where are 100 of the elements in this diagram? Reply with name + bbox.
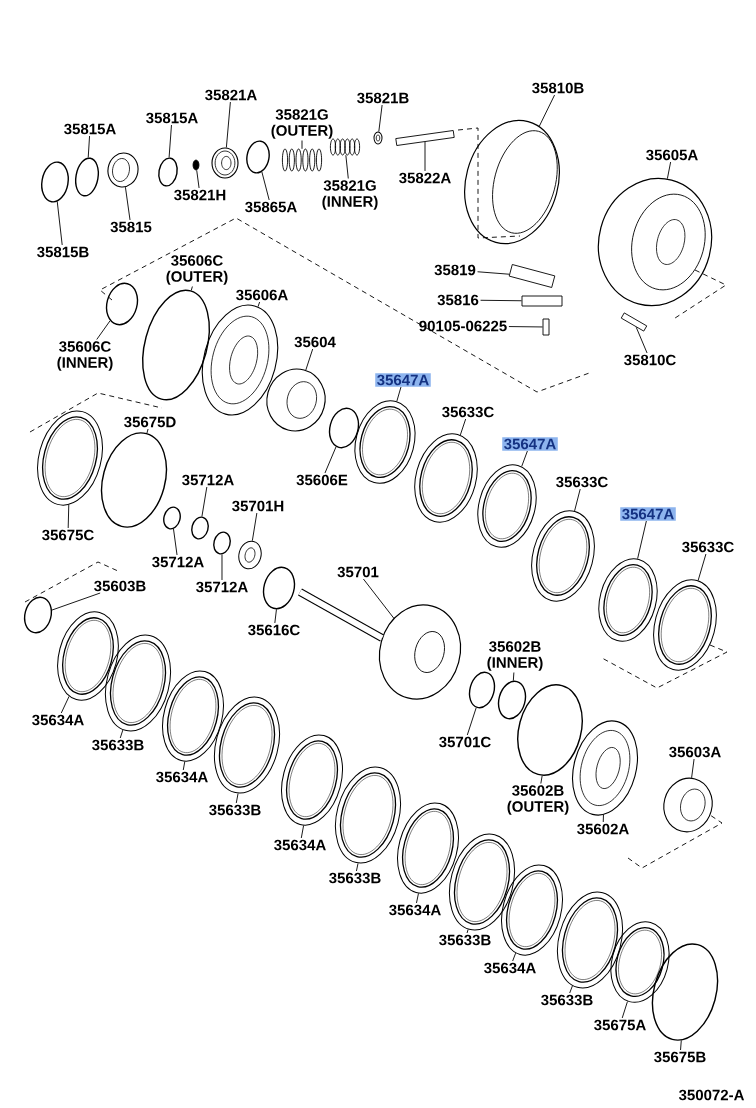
highlighted-part-number: 35647A: [375, 373, 431, 387]
washer-drawing: [373, 131, 383, 145]
part-number: 35821G (INNER): [322, 180, 378, 210]
leader-line: [124, 186, 131, 221]
clutch-plate-drawing: [531, 510, 595, 602]
leader-line: [119, 729, 124, 739]
clutch-plate-drawing: [57, 611, 119, 701]
clutch-plate-drawing: [449, 833, 516, 931]
ring-drawing: [213, 531, 231, 555]
clutch-plate-drawing: [557, 891, 624, 989]
part-number: 35602B (OUTER): [507, 785, 569, 815]
part-number: 35712A: [196, 581, 248, 593]
ring-drawing: [262, 566, 296, 610]
part-number: 35633C: [682, 541, 734, 553]
part-number: 35821H: [174, 189, 226, 201]
leader-line: [60, 695, 70, 714]
part-number: 35815A: [146, 112, 198, 124]
part-number: 35606A: [236, 289, 288, 301]
clutch-plate-drawing: [37, 410, 103, 506]
leader-line: [680, 1039, 682, 1051]
part-number: 35603A: [669, 746, 721, 758]
leader-line: [512, 672, 515, 682]
leader-line: [480, 299, 522, 302]
ring-drawing: [651, 943, 719, 1041]
spring-drawing: [329, 138, 361, 156]
clutch-plate-drawing: [414, 433, 478, 523]
ring-drawing: [246, 140, 270, 174]
leader-line: [300, 825, 305, 839]
clutch-plate-drawing: [213, 696, 281, 794]
part-number: 90105-06225: [419, 320, 507, 332]
ring-drawing: [158, 157, 178, 187]
part-number: 35819: [434, 264, 476, 276]
clip-drawing: [521, 295, 563, 307]
leader-line: [345, 154, 349, 179]
piston-drawing: [201, 304, 279, 416]
part-number: 35821B: [357, 92, 409, 104]
leader-line: [574, 488, 581, 512]
leader-line: [508, 326, 543, 328]
cup-drawing: [107, 152, 139, 188]
part-number: 35810B: [532, 82, 584, 94]
clutch-plate-drawing: [653, 579, 717, 671]
leader-line: [221, 553, 223, 581]
clutch-plate-drawing: [477, 464, 537, 548]
part-number: 35606C (OUTER): [166, 255, 228, 285]
leader-line: [173, 528, 178, 556]
brake-band-drawing: [464, 119, 560, 245]
part-number: 35675C: [42, 529, 94, 541]
leader-line: [168, 124, 172, 158]
ring-drawing: [41, 161, 69, 203]
part-number: 35712A: [182, 474, 234, 486]
leader-line: [697, 553, 707, 581]
spring-drawing: [281, 148, 323, 172]
hub-drawing: [663, 777, 713, 833]
part-number: 35633B: [209, 804, 261, 816]
part-number: 35675D: [124, 416, 176, 428]
part-number: 35815: [110, 221, 152, 233]
leader-line: [521, 450, 528, 467]
leader-line: [257, 301, 261, 308]
hub-drawing: [266, 368, 326, 432]
leader-line: [540, 775, 543, 784]
part-number: 35633B: [329, 872, 381, 884]
part-number: 35675B: [654, 1051, 706, 1063]
part-number: 35675A: [594, 1019, 646, 1031]
part-number: 35633B: [541, 994, 593, 1006]
clutch-plate-drawing: [281, 734, 343, 826]
clutch-plate-drawing: [397, 802, 459, 894]
leader-line: [378, 104, 383, 133]
leader-line: [201, 486, 208, 517]
leader-line: [637, 520, 647, 560]
part-number: 35634A: [32, 714, 84, 726]
shaft-drawing: [298, 588, 462, 700]
leader-line: [225, 101, 231, 148]
clutch-plate-drawing: [104, 634, 172, 732]
leader-line: [356, 862, 359, 872]
part-number: 35822A: [399, 172, 451, 184]
clutch-plate-drawing: [610, 921, 670, 1003]
part-number: 35633B: [92, 739, 144, 751]
part-number: 35712A: [152, 556, 204, 568]
leader-line: [96, 320, 111, 340]
part-number: 35633C: [442, 406, 494, 418]
part-number: 35602B (INNER): [487, 641, 543, 671]
ring-drawing: [142, 289, 210, 401]
leader-line: [51, 592, 101, 611]
highlighted-part-number: 35647A: [502, 437, 558, 451]
part-number: 35606E: [296, 474, 348, 486]
pin-drawing: [395, 130, 455, 146]
leader-line: [182, 761, 186, 771]
leader-line: [305, 348, 314, 371]
ball-drawing: [192, 159, 200, 171]
drum-drawing: [597, 177, 713, 307]
part-number: 35603B: [94, 580, 146, 592]
clutch-plate-drawing: [501, 864, 563, 956]
clip-drawing: [508, 264, 556, 288]
part-number: 35633C: [556, 476, 608, 488]
part-number: 35701H: [232, 500, 284, 512]
ring-drawing: [100, 432, 168, 528]
clutch-plate-drawing: [598, 558, 658, 642]
leader-line: [466, 929, 469, 934]
leader-line: [666, 161, 672, 180]
part-number: 35634A: [389, 904, 441, 916]
